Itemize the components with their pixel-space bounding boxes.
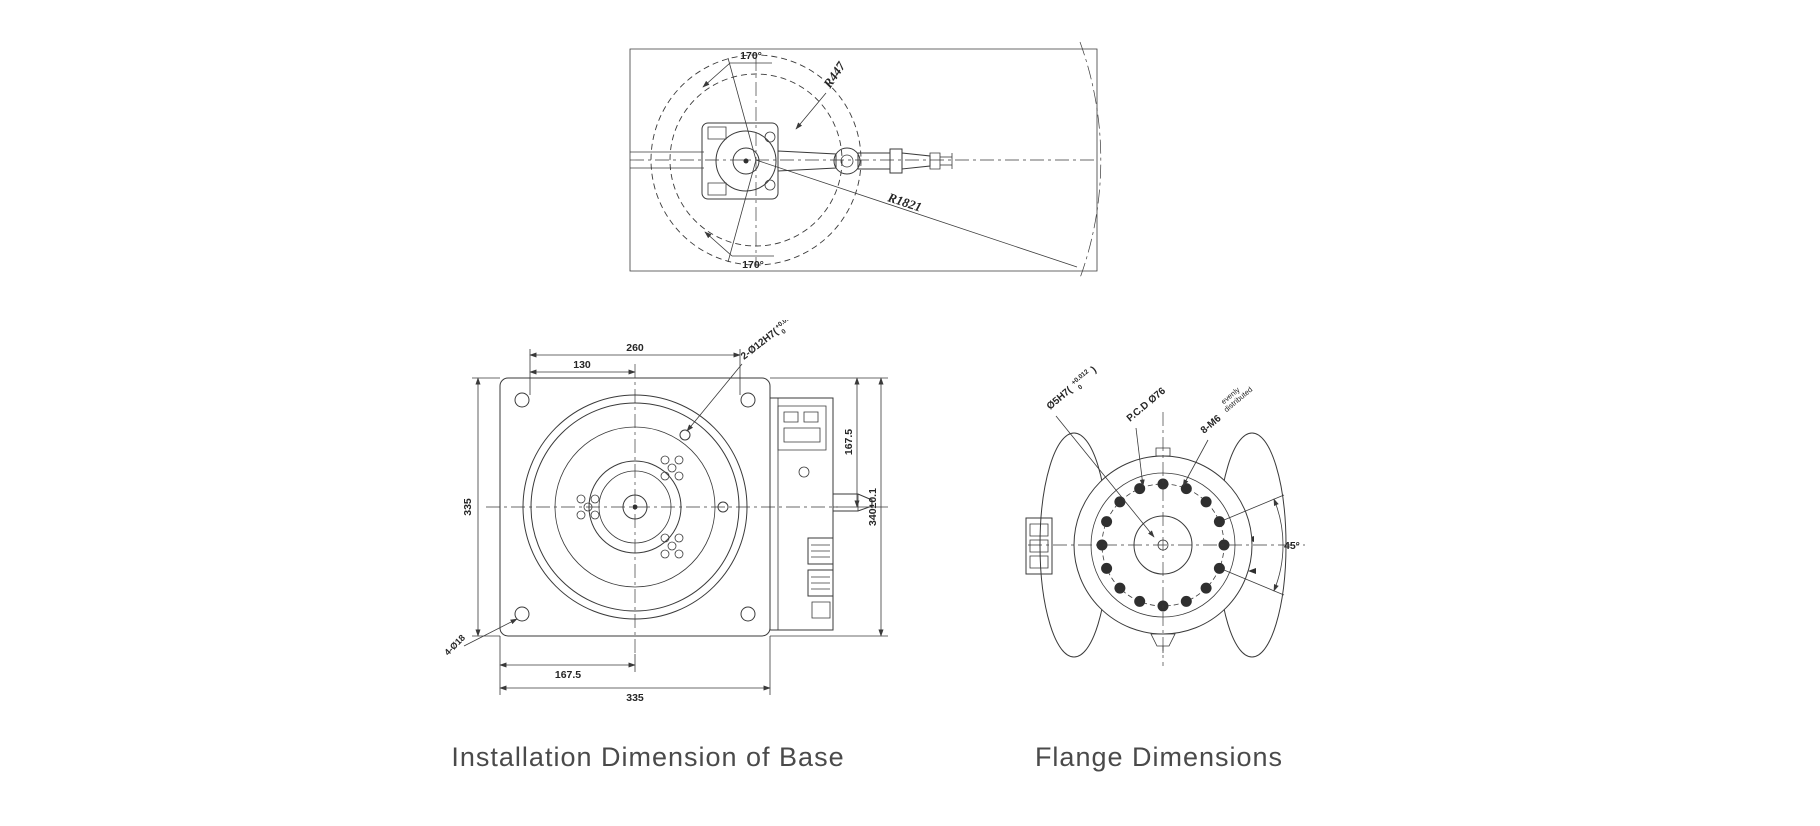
wrist-connector-box bbox=[1026, 518, 1052, 574]
robot-top-view-drawing: R1821 R447 170° 170° bbox=[600, 25, 1120, 285]
center-hole-label-group: Ø5H7( +0.012 0 ) bbox=[1045, 364, 1099, 413]
dim-130: 130 bbox=[573, 359, 591, 371]
caption-flange: Flange Dimensions bbox=[1034, 742, 1284, 772]
rotation-circle-outer bbox=[651, 55, 861, 265]
corner-hole bbox=[741, 393, 755, 407]
dowel-pin-hole bbox=[680, 430, 690, 440]
pcd-leader bbox=[1136, 428, 1145, 487]
flange-drawing: 45° Ø5H7( +0.012 0 ) P.C.D Ø76 8-M6 even… bbox=[1000, 364, 1400, 720]
dim-340: 340±0.1 bbox=[867, 488, 879, 526]
rotation-limit-line-bottom bbox=[728, 160, 756, 262]
dim-335-bottom: 335 bbox=[626, 692, 644, 704]
angle-top-leader bbox=[702, 63, 730, 88]
bolt-count-leader bbox=[1183, 440, 1208, 487]
robot-body bbox=[702, 123, 952, 199]
rotation-angle-top-label: 170° bbox=[740, 50, 762, 62]
r447-leader bbox=[795, 93, 826, 130]
bolt-count-label-group: 8-M6 evenly distributed bbox=[1199, 385, 1254, 436]
rotation-limit-line-top bbox=[728, 58, 756, 160]
sweep-line bbox=[756, 160, 1077, 267]
pin-hole-label: 2-Ø12H7( bbox=[739, 326, 781, 362]
radius-r447-label: R447 bbox=[819, 59, 848, 92]
corner-hole bbox=[741, 607, 755, 621]
center-hole-label-close: ) bbox=[1089, 364, 1099, 375]
pcd-label-group: P.C.D Ø76 bbox=[1125, 385, 1168, 424]
bolt-hole-cluster-left bbox=[577, 495, 599, 519]
center-hole-tolerance-upper: +0.012 bbox=[1070, 368, 1090, 387]
center-hole-tolerance-lower: 0 bbox=[1077, 384, 1085, 392]
base-installation-drawing: 260 130 335 167.5 340±0.1 167.5 335 2-Ø1… bbox=[442, 320, 980, 704]
pin-hole-leader bbox=[686, 364, 742, 432]
dim-167-right: 167.5 bbox=[843, 429, 855, 455]
radius-r1821-label: R1821 bbox=[885, 189, 924, 214]
corner-hole-label: 4-Ø18 bbox=[442, 633, 467, 658]
rotation-circle-inner bbox=[670, 74, 842, 246]
center-hole-leader bbox=[1056, 416, 1155, 538]
pin-hole-label-group: 2-Ø12H7( +0.018 0 ) bbox=[739, 320, 794, 362]
dim-167-bottom: 167.5 bbox=[555, 669, 581, 681]
caption-base: Installation Dimension of Base bbox=[451, 742, 845, 772]
bolt-count-label: 8-M6 bbox=[1199, 413, 1224, 436]
rotation-angle-bottom-label: 170° bbox=[742, 259, 764, 271]
dim-260: 260 bbox=[626, 342, 644, 354]
bolt-hole-cluster-top-right bbox=[661, 456, 683, 480]
bottom-key-detail bbox=[1151, 634, 1175, 646]
corner-hole bbox=[515, 393, 529, 407]
corner-hole-label-group: 4-Ø18 bbox=[442, 633, 467, 658]
pcd-label: P.C.D Ø76 bbox=[1125, 385, 1168, 424]
reach-inner-label-group: R447 bbox=[819, 59, 848, 92]
angle-bottom-leader bbox=[704, 231, 732, 256]
pin-hole-tolerance-upper: +0.018 bbox=[774, 320, 794, 331]
section-mark bbox=[1248, 568, 1256, 574]
angle-45-label: 45° bbox=[1284, 540, 1300, 552]
pin-hole-tolerance-lower: 0 bbox=[780, 328, 787, 336]
angle-arc bbox=[1274, 498, 1283, 592]
reach-outer-label-group: R1821 bbox=[885, 189, 924, 214]
corner-hole-leader bbox=[464, 619, 518, 646]
bolt-hole-cluster-bottom-right bbox=[661, 534, 683, 558]
center-hole-label: Ø5H7( bbox=[1045, 385, 1075, 413]
reach-arc bbox=[1080, 42, 1101, 278]
dim-335-left: 335 bbox=[462, 498, 474, 516]
corner-hole bbox=[515, 607, 529, 621]
